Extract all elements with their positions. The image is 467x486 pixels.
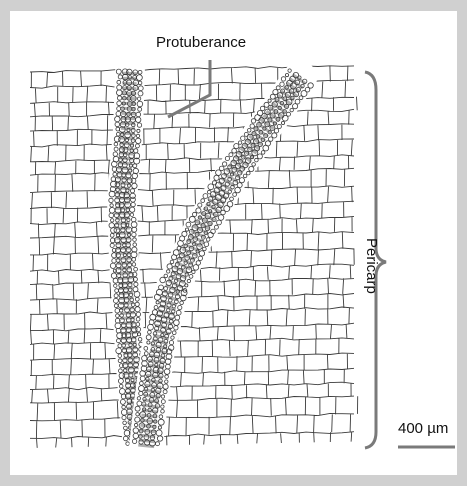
- annotations: [168, 60, 455, 448]
- scale-label: 400 µm: [398, 420, 448, 437]
- protuberance-label: Protuberance: [156, 34, 246, 51]
- pericarp-label: Pericarp: [363, 238, 380, 294]
- vascular-strand-band: [146, 78, 300, 448]
- vascular-strand: [132, 69, 313, 448]
